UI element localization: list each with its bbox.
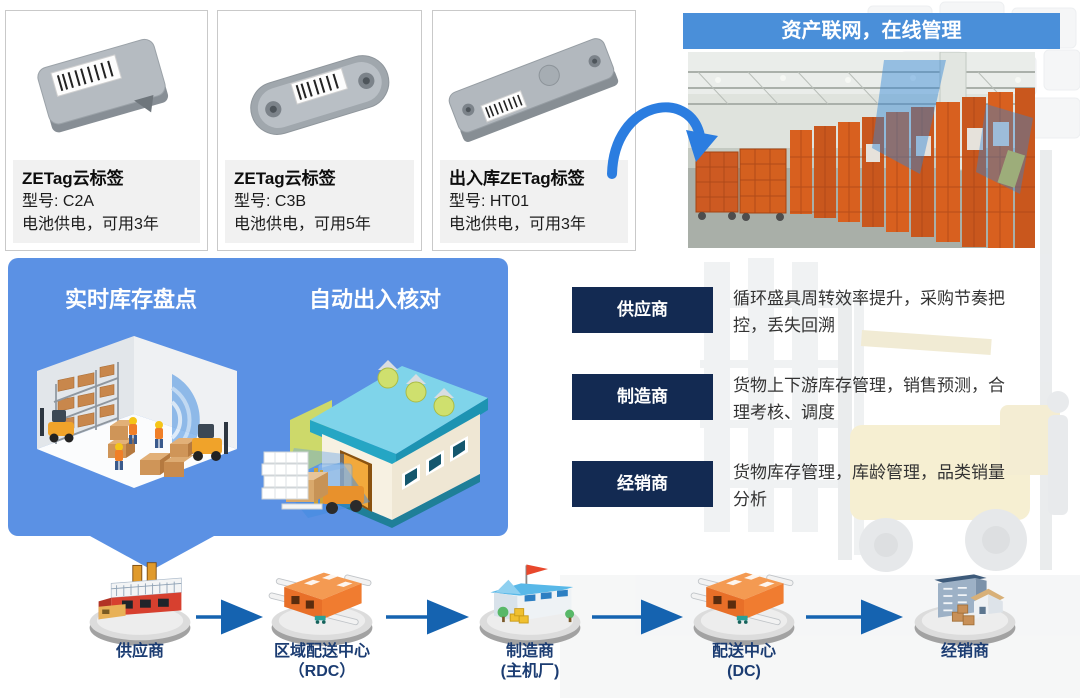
benefit-row-dealer: 经销商 货物库存管理，库龄管理，品类销量分析 [572,457,1042,529]
roof-vent-icons [377,360,455,417]
card-model: 型号: C2A [22,193,95,210]
panel-title-gate-check: 自动出入核对 [308,287,441,312]
pallet-jack-icon [314,615,326,624]
curved-arrow-icon [607,102,718,179]
card-text-block: ZETag云标签 型号: C2A 电池供电，可用3年 [13,160,200,243]
card-text-block: ZETag云标签 型号: C3B 电池供电，可用5年 [225,160,414,243]
dealer-building-icon [934,574,1005,626]
worker-figures [115,417,163,470]
benefit-row-manufacturer: 制造商 货物上下游库存管理，销售预测，合理考核、调度 [572,370,1042,442]
warehouse-icon [690,572,794,626]
flow-node-manufacturer: 制造商 (主机厂) [460,538,600,696]
card-model: 型号: C3B [234,193,307,210]
warehouse-inventory-illustration [37,336,237,488]
flow-node-supplier: 供应商 [70,538,210,696]
pallet-jack-icon [736,615,748,624]
rfid-tag-c3b-photo [250,55,390,135]
card-title: ZETag云标签 [22,169,124,188]
card-model: 型号: HT01 [449,193,530,210]
warehouse-icon [268,572,372,626]
dealer-chip: 经销商 [572,461,713,507]
manufacturer-chip: 制造商 [572,374,713,420]
flow-node-dealer: 经销商 [895,538,1035,696]
asset-banner: 资产联网，在线管理 [683,13,1060,49]
node-label: 制造商 (主机厂) [500,643,560,680]
node-label: 区域配送中心 （RDC） [273,643,370,680]
manufacturer-description: 货物上下游库存管理，销售预测，合理考核、调度 [733,376,1005,422]
card-battery: 电池供电，可用3年 [449,216,586,233]
card-title: 出入库ZETag标签 [449,169,585,188]
banner-title: 资产联网，在线管理 [781,20,962,42]
capability-panel: 实时库存盘点 自动出入核对 [8,258,508,536]
supplier-description: 循环盛具周转效率提升，采购节奏把控，丢失回溯 [733,289,1005,335]
factory-icon [98,562,182,620]
forklift-icon [40,408,228,461]
flow-node-dc: 配送中心 (DC) [674,538,814,696]
card-battery: 电池供电，可用3年 [22,216,159,233]
node-label: 经销商 [940,643,989,660]
plant-flag-icon [490,564,575,624]
card-battery: 电池供电，可用5年 [234,216,371,233]
box-icon [951,604,975,626]
panel-title-inventory: 实时库存盘点 [64,287,197,312]
pallet-stack-icon [261,451,309,500]
warehouse-cages-photo [688,52,1035,248]
rfid-tag-ht01-photo [448,38,619,142]
supplier-chip: 供应商 [572,287,713,333]
warehouse-gate-illustration [261,360,488,528]
rfid-tag-c2a-photo [37,38,169,133]
dealer-description: 货物库存管理，库龄管理，品类销量分析 [733,463,1005,509]
product-card-c2a: ZETag云标签 型号: C2A 电池供电，可用3年 [5,10,208,251]
benefit-row-supplier: 供应商 循环盛具周转效率提升，采购节奏把控，丢失回溯 [572,283,1042,355]
product-card-c3b: ZETag云标签 型号: C3B 电池供电，可用5年 [217,10,422,251]
tree-icon [497,606,575,623]
node-label: 供应商 [115,643,164,660]
node-label: 配送中心 (DC) [711,643,776,680]
card-text-block: 出入库ZETag标签 型号: HT01 电池供电，可用3年 [440,160,628,243]
card-title: ZETag云标签 [234,169,336,188]
flow-node-rdc: 区域配送中心 （RDC） [252,538,392,696]
product-card-ht01: 出入库ZETag标签 型号: HT01 电池供电，可用3年 [432,10,636,251]
